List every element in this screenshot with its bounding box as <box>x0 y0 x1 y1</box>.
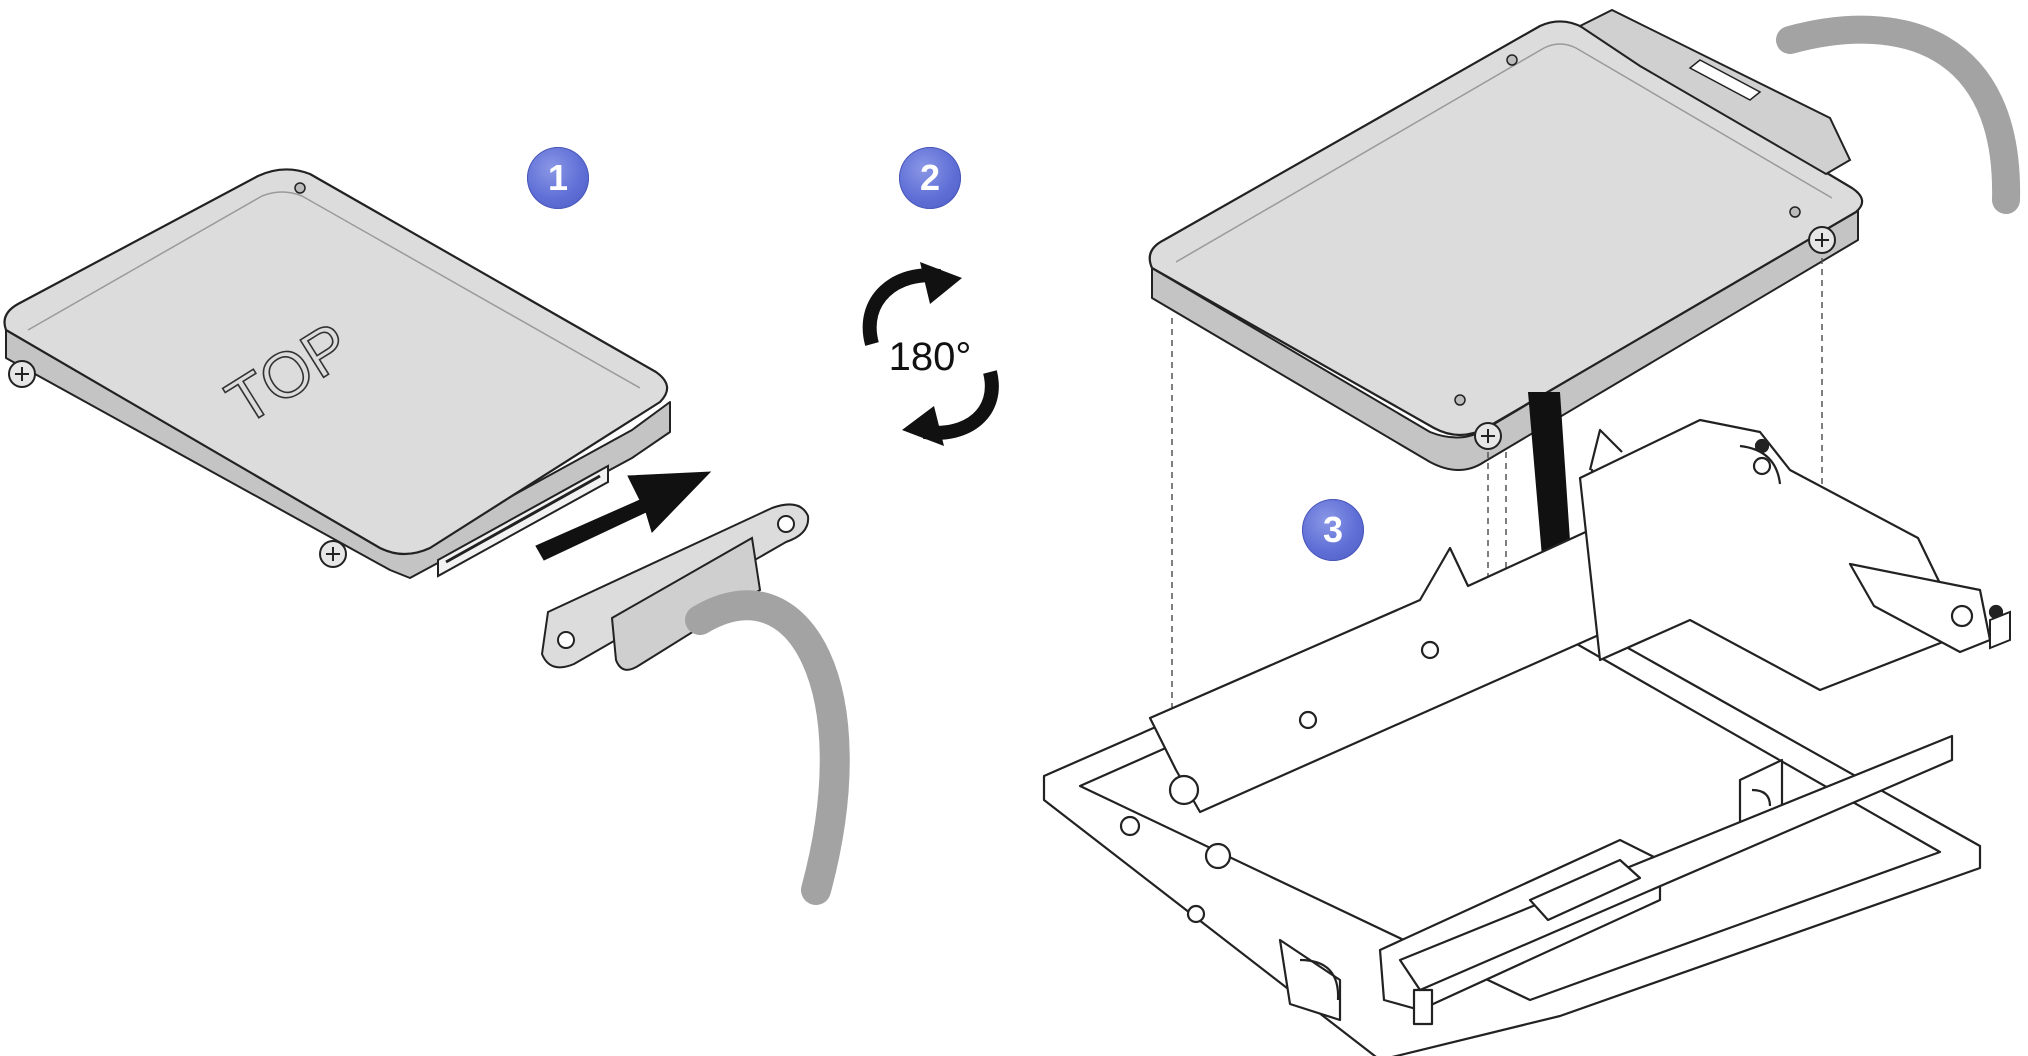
sata-cable-connector <box>540 503 810 671</box>
step-1-badge: 1 <box>527 147 589 209</box>
cable-left <box>685 590 850 905</box>
step-2-badge: 2 <box>899 147 961 209</box>
rotation-angle-label: 180° <box>889 335 972 379</box>
rotate-180-icon <box>862 262 999 446</box>
step-3-badge: 3 <box>1302 499 1364 561</box>
ssd-drive-left <box>3 168 671 579</box>
lower-drive-arrow <box>1520 392 1612 652</box>
drive-tray <box>1042 418 2004 1056</box>
insert-arrow <box>535 471 712 561</box>
tray-post <box>1989 610 2011 650</box>
ssd-drive-right <box>1148 8 1864 471</box>
cable-right <box>1776 15 2021 214</box>
